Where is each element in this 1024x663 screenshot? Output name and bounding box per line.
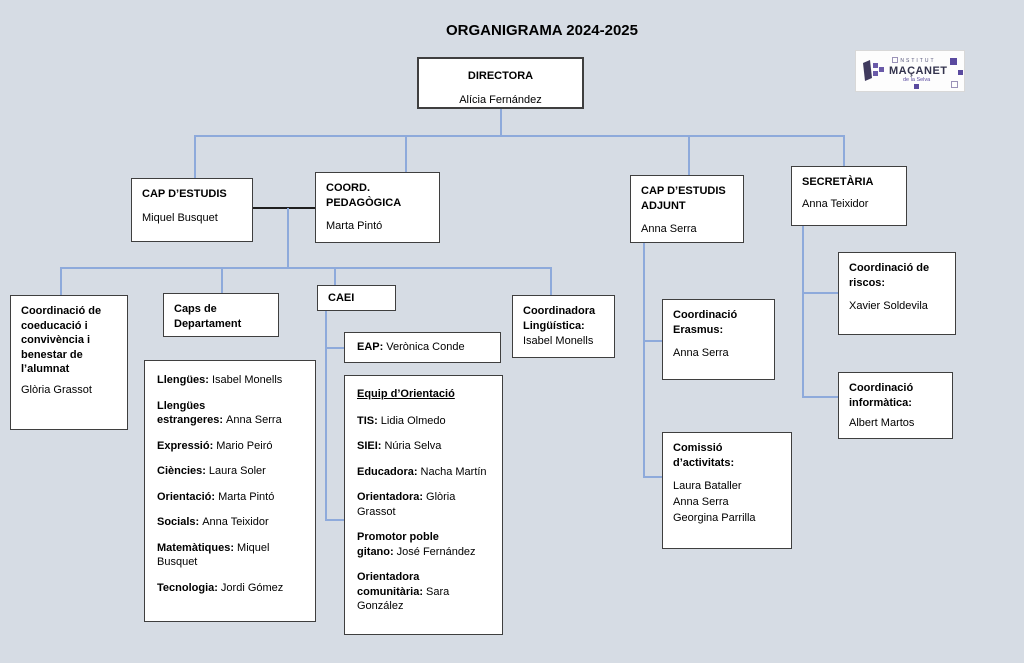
connector-line bbox=[405, 135, 407, 172]
node-title: DIRECTORA bbox=[467, 70, 534, 82]
node-comissio-activitats: Comissió d’activitats: Laura Bataller An… bbox=[662, 432, 792, 549]
logo-square-icon bbox=[951, 81, 958, 88]
node-person: Xavier Soldevila bbox=[849, 300, 928, 313]
node-directora: DIRECTORA Alícia Fernández bbox=[417, 57, 584, 109]
node-coeducacio: Coordinació de coeducació i convivència … bbox=[10, 295, 128, 430]
node-title: Coordinació Erasmus: bbox=[673, 309, 738, 336]
connector-line bbox=[802, 396, 838, 398]
node-title: Coordinació de coeducació i convivència … bbox=[21, 305, 102, 376]
logo-square-icon bbox=[914, 84, 919, 89]
connector-line bbox=[643, 243, 645, 477]
equip-orientacio-list: Equip d’Orientació TIS:Lidia Olmedo SIEI… bbox=[344, 375, 503, 635]
node-person: Albert Martos bbox=[849, 417, 915, 430]
connector-line bbox=[325, 347, 344, 349]
department-item: Socials:Anna Teixidor bbox=[157, 516, 269, 529]
connector-line-black bbox=[253, 207, 315, 209]
department-item: Orientació:Marta Pintó bbox=[157, 490, 275, 503]
connector-line bbox=[194, 135, 196, 178]
department-item: Expressió:Mario Peiró bbox=[157, 439, 273, 452]
connector-line bbox=[60, 267, 551, 269]
connector-line bbox=[325, 519, 344, 521]
node-person: Glòria Grassot bbox=[21, 383, 92, 396]
connector-line bbox=[194, 135, 844, 137]
connector-line bbox=[802, 292, 838, 294]
department-item: Ciències:Laura Soler bbox=[157, 465, 266, 478]
connector-line bbox=[221, 267, 223, 293]
node-title: Comissió d’activitats: bbox=[673, 442, 735, 469]
institut-logo: INSTITUT MAÇANET de la Selva bbox=[855, 50, 965, 92]
department-item: Llengües estrangeres:Anna Serra bbox=[157, 399, 282, 427]
connector-line bbox=[643, 476, 662, 478]
connector-line bbox=[287, 208, 289, 267]
node-person: Miquel Busquet bbox=[142, 211, 218, 224]
node-title: Coordinació de riscos: bbox=[849, 262, 930, 289]
department-item: Tecnologia:Jordi Gómez bbox=[157, 581, 284, 594]
equip-member: Educadora:Nacha Martín bbox=[357, 465, 487, 478]
node-cap-estudis-adjunt: CAP D’ESTUDIS ADJUNT Anna Serra bbox=[630, 175, 744, 243]
logo-square-icon bbox=[958, 70, 963, 75]
connector-line bbox=[802, 226, 804, 397]
connector-line bbox=[688, 135, 690, 175]
node-title: CAP D’ESTUDIS bbox=[142, 188, 227, 200]
connector-line bbox=[325, 311, 327, 520]
node-person: Marta Pintó bbox=[326, 220, 383, 233]
node-eap: EAP:Verònica Conde bbox=[344, 332, 501, 363]
equip-member: Orientadora:Glòria Grassot bbox=[357, 491, 456, 518]
logo-square-icon bbox=[892, 57, 898, 63]
equip-member: Orientadora comunitària:Sara González bbox=[357, 571, 450, 613]
node-title: CAP D’ESTUDIS ADJUNT bbox=[641, 185, 726, 212]
node-coordinacio-erasmus: Coordinació Erasmus: Anna Serra bbox=[662, 299, 775, 380]
equip-orientacio-header: Equip d’Orientació bbox=[357, 388, 455, 400]
node-person: Anna Serra bbox=[673, 347, 729, 360]
logo-text: INSTITUT MAÇANET de la Selva bbox=[889, 59, 948, 83]
connector-line bbox=[550, 267, 552, 295]
logo-institut-label: INSTITUT bbox=[897, 58, 936, 65]
connector-line bbox=[643, 340, 662, 342]
department-item: Llengües:Isabel Monells bbox=[157, 374, 283, 386]
node-coordinacio-informatica: Coordinació informàtica: Albert Martos bbox=[838, 372, 953, 439]
eap-item: EAP:Verònica Conde bbox=[357, 341, 465, 353]
logo-selva-label: de la Selva bbox=[903, 76, 931, 83]
node-title: CAEI bbox=[328, 292, 355, 304]
node-person: Anna Serra bbox=[641, 223, 697, 236]
departments-list: Llengües:Isabel Monells Llengües estrang… bbox=[144, 360, 316, 622]
node-caei: CAEI bbox=[317, 285, 396, 311]
node-title: COORD. PEDAGÒGICA bbox=[326, 182, 402, 209]
equip-member: TIS:Lidia Olmedo bbox=[357, 414, 446, 427]
page-title: ORGANIGRAMA 2024-2025 bbox=[445, 22, 638, 39]
node-title: Coordinació informàtica: bbox=[849, 382, 914, 409]
node-coordinadora-linguistica: Coordinadora Lingüística: Isabel Monells bbox=[512, 295, 615, 358]
equip-member: SIEI:Núria Selva bbox=[357, 440, 442, 453]
node-person: Alícia Fernández bbox=[459, 93, 542, 106]
node-person: Laura Bataller bbox=[673, 480, 742, 493]
connector-line bbox=[60, 267, 62, 295]
node-title: SECRETÀRIA bbox=[802, 176, 874, 188]
node-secretaria: SECRETÀRIA Anna Teixidor bbox=[791, 166, 907, 226]
node-person: Anna Teixidor bbox=[802, 197, 869, 210]
node-person: Isabel Monells bbox=[523, 335, 594, 348]
node-title: Caps de Departament bbox=[174, 303, 242, 330]
node-title: Coordinadora Lingüística: bbox=[523, 305, 596, 332]
logo-book-icon bbox=[863, 60, 884, 81]
logo-square-icon bbox=[950, 58, 957, 65]
node-cap-estudis: CAP D’ESTUDIS Miquel Busquet bbox=[131, 178, 253, 242]
connector-line bbox=[500, 109, 502, 135]
department-item: Matemàtiques:Miquel Busquet bbox=[157, 541, 270, 569]
node-person: Georgina Parrilla bbox=[673, 511, 756, 524]
node-person-list: Laura Bataller Anna Serra Georgina Parri… bbox=[673, 479, 781, 527]
logo-macanet-label: MAÇANET bbox=[889, 64, 948, 77]
node-person: Anna Serra bbox=[673, 495, 729, 508]
connector-line bbox=[334, 267, 336, 285]
node-caps-departament: Caps de Departament bbox=[163, 293, 279, 337]
node-coord-pedagogica: COORD. PEDAGÒGICA Marta Pintó bbox=[315, 172, 440, 243]
node-coordinacio-riscos: Coordinació de riscos: Xavier Soldevila bbox=[838, 252, 956, 335]
equip-member: Promotor poble gitano:José Fernández bbox=[357, 531, 476, 558]
connector-line bbox=[843, 135, 845, 166]
